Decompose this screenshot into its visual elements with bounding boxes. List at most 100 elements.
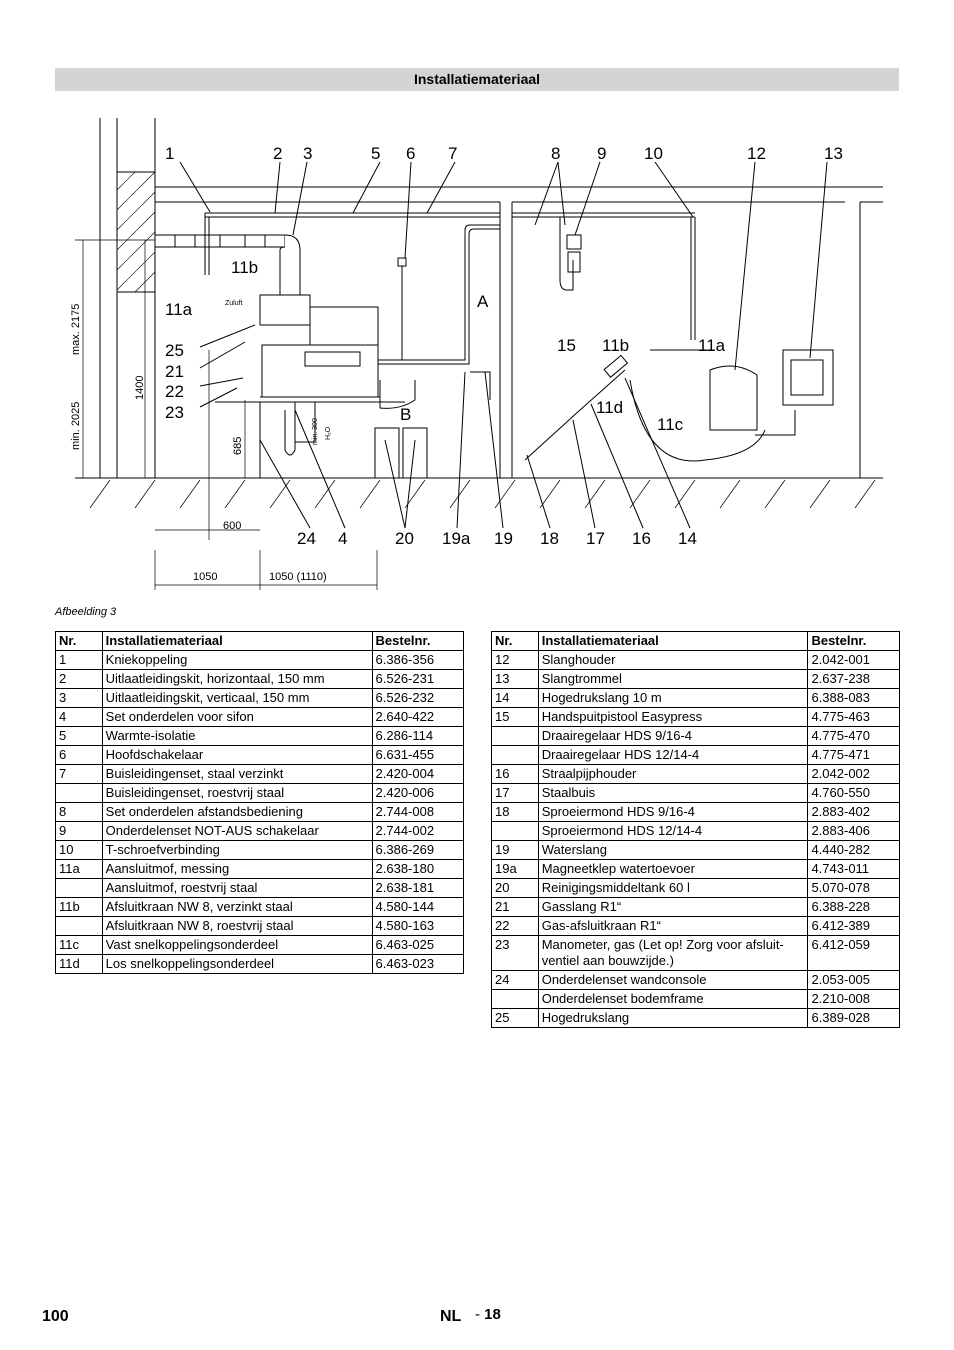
label-zuluft: Zuluft [225,300,243,307]
cell-description: Straalpijphouder [537,764,809,784]
cell-description: Set onderdelen afstandsbediening [101,802,373,822]
cell-description: Hoofdschakelaar [101,745,373,765]
cell-nr: 8 [55,802,103,822]
column-header-order-number: Bestelnr. [807,631,900,651]
callout-11b-right: 11b [602,336,629,355]
cell-order-number: 2.420-004 [371,764,465,784]
cell-description: Hogedrukslang 10 m [537,688,809,708]
dim-h2o: H₂O [325,426,332,440]
cell-order-number: 6.386-356 [371,650,465,670]
dim-1400: 1400 [134,376,146,400]
cell-description: Gasslang R1“ [537,897,809,917]
table-header-row: Nr. Installatiemateriaal Bestelnr. [55,631,465,651]
cell-nr: 11d [55,954,103,974]
cell-order-number: 2.744-002 [371,821,465,841]
cell-order-number: 2.638-181 [371,878,465,898]
callout-B: B [400,405,411,424]
cell-order-number: 4.440-282 [807,840,900,860]
cell-order-number: 4.743-011 [807,859,900,879]
callout-8: 8 [551,144,560,163]
dim-1050: 1050 [193,571,217,583]
callout-A: A [477,292,489,311]
cell-description: Draairegelaar HDS 9/16-4 [537,726,809,746]
cell-nr: 23 [491,935,539,971]
cell-order-number: 6.412-389 [807,916,900,936]
cell-description: Vast snelkoppelingsonderdeel [101,935,373,955]
section-title: Installatiemateriaal [55,68,899,91]
dim-1050-1110: 1050 (1110) [269,571,327,583]
callout-22: 22 [165,382,184,401]
cell-description: Afsluitkraan NW 8, roestvrij staal [101,916,373,936]
cell-order-number: 5.070-078 [807,878,900,898]
cell-description: Aansluitmof, roestvrij staal [101,878,373,898]
column-header-description: Installatiemateriaal [101,631,373,651]
cell-description: Manometer, gas (Let op! Zorg voor afslui… [537,935,809,971]
cell-description: Gas-afsluitkraan R1“ [537,916,809,936]
column-header-description: Installatiemateriaal [537,631,809,651]
callout-11b-left: 11b [231,258,258,277]
callout-19: 19 [494,529,513,548]
callout-7: 7 [448,144,457,163]
cell-description: Warmte-isolatie [101,726,373,746]
cell-order-number: 2.744-008 [371,802,465,822]
callout-9: 9 [597,144,606,163]
cell-nr [491,726,539,746]
cell-nr: 11b [55,897,103,917]
cell-order-number: 6.463-025 [371,935,465,955]
cell-nr [55,878,103,898]
cell-order-number: 4.775-471 [807,745,900,765]
callout-6: 6 [406,144,415,163]
cell-nr: 2 [55,669,103,689]
callout-5: 5 [371,144,380,163]
table-header-row: Nr. Installatiemateriaal Bestelnr. [491,631,900,651]
cell-order-number: 2.210-008 [807,989,900,1009]
cell-description: Kniekoppeling [101,650,373,670]
callout-18: 18 [540,529,559,548]
cell-nr: 10 [55,840,103,860]
cell-nr: 20 [491,878,539,898]
cell-description: Waterslang [537,840,809,860]
cell-nr: 9 [55,821,103,841]
callout-11c: 11c [657,415,684,434]
cell-description: Slanghouder [537,650,809,670]
cell-nr: 3 [55,688,103,708]
cell-nr: 11c [55,935,103,955]
cell-nr: 6 [55,745,103,765]
cell-nr: 11a [55,859,103,879]
cell-nr: 19 [491,840,539,860]
callout-13: 13 [824,144,843,163]
cell-nr [491,745,539,765]
callout-17: 17 [586,529,605,548]
callout-11a-left: 11a [165,300,193,319]
cell-description: Uitlaatleidingskit, verticaal, 150 mm [101,688,373,708]
callout-16: 16 [632,529,651,548]
callout-23: 23 [165,403,184,422]
cell-nr: 15 [491,707,539,727]
callout-10: 10 [644,144,663,163]
cell-description: Hogedrukslang [537,1008,809,1028]
cell-nr [491,989,539,1009]
cell-description: Onderdelenset bodemframe [537,989,809,1009]
callout-24: 24 [297,529,316,548]
cell-nr: 4 [55,707,103,727]
installation-diagram-svg: 1 2 3 5 6 7 8 9 10 12 13 24 4 20 19a 19 … [70,118,883,590]
cell-nr: 16 [491,764,539,784]
cell-nr: 5 [55,726,103,746]
